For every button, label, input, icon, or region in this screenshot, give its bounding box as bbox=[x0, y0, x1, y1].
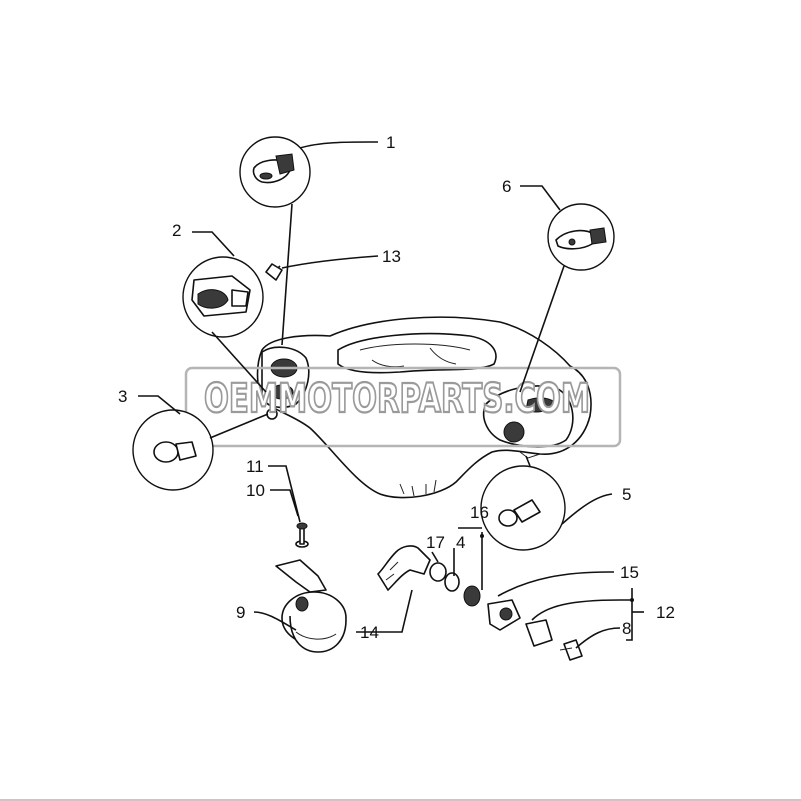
label-part-15: 15 bbox=[620, 563, 639, 582]
callout-part-6 bbox=[519, 185, 615, 393]
watermark: OEMMOTORPARTS.COM bbox=[184, 366, 622, 448]
bottom-border bbox=[0, 799, 801, 801]
callout-part-5 bbox=[480, 455, 613, 551]
label-part-6: 6 bbox=[502, 177, 511, 196]
label-part-1: 1 bbox=[386, 133, 395, 152]
label-part-9: 9 bbox=[236, 603, 245, 622]
callout-part-2 bbox=[182, 231, 267, 393]
label-part-10: 10 bbox=[246, 481, 265, 500]
label-part-16: 16 bbox=[470, 503, 489, 522]
label-part-12: 12 bbox=[656, 603, 675, 622]
label-part-14: 14 bbox=[360, 623, 379, 642]
screw-part-13 bbox=[265, 255, 379, 281]
callout-part-1 bbox=[239, 136, 378, 346]
leaders-right bbox=[431, 527, 644, 649]
label-part-2: 2 bbox=[172, 221, 181, 240]
label-part-17: 17 bbox=[426, 533, 445, 552]
label-part-13: 13 bbox=[382, 247, 401, 266]
callout-part-3 bbox=[132, 395, 269, 491]
label-part-8: 8 bbox=[622, 619, 631, 638]
watermark-text: OEMMOTORPARTS.COM bbox=[204, 376, 590, 422]
label-part-5: 5 bbox=[622, 485, 631, 504]
handlebar-cover bbox=[256, 316, 592, 499]
hose-assembly bbox=[356, 545, 583, 661]
part-labels: 1 2 13 6 3 5 11 10 9 16 17 4 14 15 12 8 bbox=[118, 133, 675, 642]
label-part-3: 3 bbox=[118, 387, 127, 406]
horn-assembly bbox=[253, 465, 347, 653]
label-part-11: 11 bbox=[246, 457, 264, 476]
label-part-4: 4 bbox=[456, 533, 465, 552]
